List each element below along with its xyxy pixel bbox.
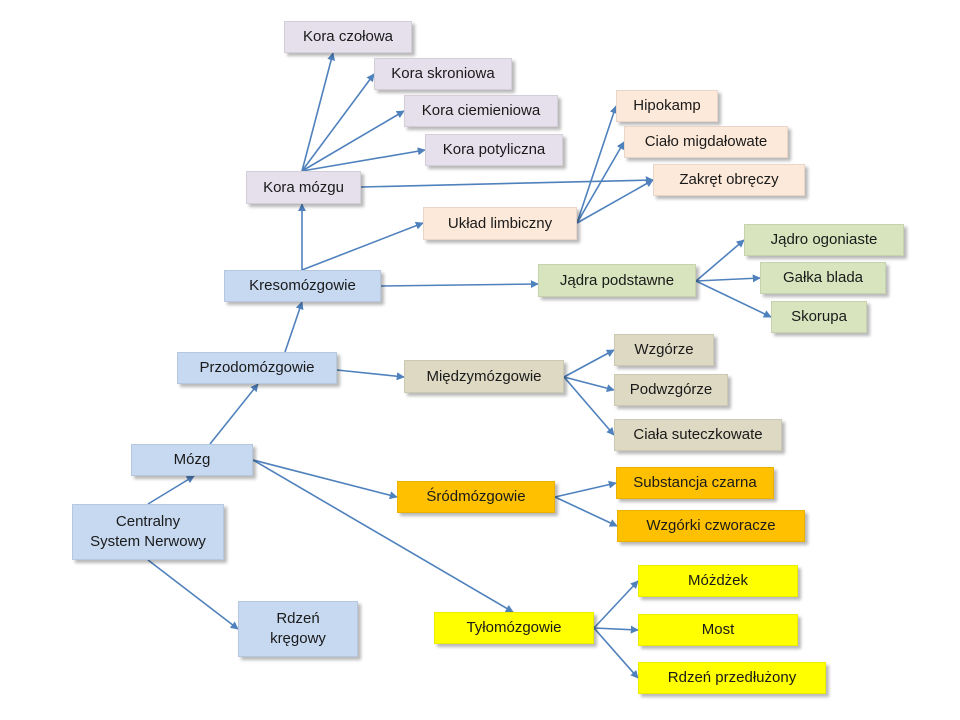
node-jadra-podstawne: Jądra podstawne	[538, 264, 696, 297]
node-cialo-migdalowate: Ciało migdałowate	[624, 126, 788, 158]
node-rdzen-przedluzony: Rdzeń przedłużony	[638, 662, 826, 694]
arrow-23	[563, 376, 615, 436]
arrow-12	[252, 459, 398, 500]
arrow-13	[252, 459, 514, 613]
node-rdzen-kregowy: Rdzeń kręgowy	[238, 601, 358, 657]
node-jadro-ogoniaste: Jądro ogoniaste	[744, 224, 904, 256]
node-wzgorki-czworacze: Wzgórki czworacze	[617, 510, 805, 542]
arrow-6	[301, 73, 375, 172]
arrow-1	[147, 559, 239, 630]
arrow-16	[576, 141, 625, 224]
arrow-0	[147, 475, 195, 505]
arrow-18	[695, 239, 745, 282]
node-podwzgorze: Podwzgórze	[614, 374, 728, 406]
node-miedzymozgowie: Międzymózgowie	[404, 360, 564, 393]
arrow-7	[301, 110, 405, 172]
node-skorupa: Skorupa	[771, 301, 867, 333]
arrow-14	[301, 221, 424, 271]
node-mozdzek: Móżdżek	[638, 565, 798, 597]
node-galka-blada: Gałka blada	[760, 262, 886, 294]
node-kresomozgowie: Kresomózgowie	[224, 270, 381, 302]
node-wzgorze: Wzgórze	[614, 334, 714, 366]
node-przodomozgowie: Przodomózgowie	[177, 352, 337, 384]
node-mozg: Mózg	[131, 444, 253, 476]
arrow-22	[563, 376, 615, 393]
node-kora-potyliczna: Kora potyliczna	[425, 134, 563, 166]
arrow-27	[593, 625, 639, 634]
arrow-24	[554, 480, 617, 498]
arrow-5	[301, 52, 336, 172]
arrow-21	[563, 349, 615, 378]
node-centralny-system-nerwowy: Centralny System Nerwowy	[72, 504, 224, 560]
arrow-26	[593, 580, 639, 629]
node-most: Most	[638, 614, 798, 646]
node-uklad-limbiczny: Układ limbiczny	[423, 207, 577, 240]
node-tylomozgowie: Tyłomózgowie	[434, 612, 594, 644]
arrow-2	[209, 383, 259, 445]
arrow-15	[576, 105, 618, 224]
node-kora-mozgu: Kora mózgu	[246, 171, 361, 204]
arrow-20	[695, 280, 772, 318]
arrow-28	[593, 627, 639, 679]
node-kora-czolowa: Kora czołowa	[284, 21, 412, 53]
node-kora-skroniowa: Kora skroniowa	[374, 58, 512, 90]
arrow-3	[284, 301, 304, 353]
node-hipokamp: Hipokamp	[616, 90, 718, 122]
node-zakret-obreczy: Zakręt obręczy	[653, 164, 805, 196]
arrow-17	[576, 179, 654, 224]
node-kora-ciemieniowa: Kora ciemieniowa	[404, 95, 558, 127]
arrow-10	[380, 280, 539, 289]
node-substancja-czarna: Substancja czarna	[616, 467, 774, 499]
arrow-8	[301, 147, 426, 172]
node-srodmozgowie: Śródmózgowie	[397, 481, 555, 513]
arrow-11	[336, 369, 405, 381]
node-ciala-suteczkowate: Ciała suteczkowate	[614, 419, 782, 451]
arrow-19	[695, 274, 761, 283]
arrow-9	[360, 176, 654, 188]
arrow-25	[554, 496, 618, 527]
